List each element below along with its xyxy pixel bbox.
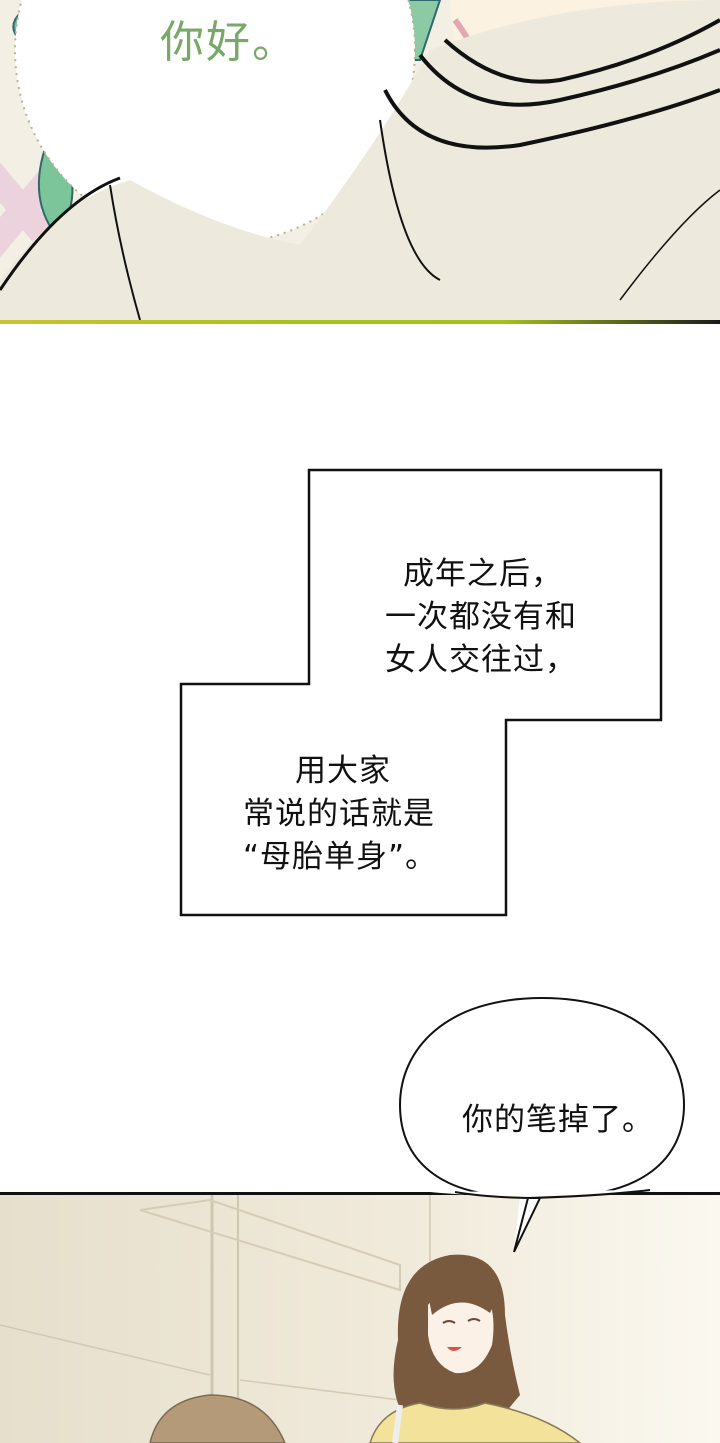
caption-line: 女人交往过， xyxy=(385,642,577,678)
speech-bubble-text: 你的笔掉了。 xyxy=(462,1102,654,1138)
speech-text-hello: 你好。 xyxy=(160,17,298,68)
caption-line: “母胎单身”。 xyxy=(243,839,438,875)
caption-line: 用大家 xyxy=(295,753,391,789)
comic-panel-bottom: 拯 xyxy=(0,1192,720,1443)
comic-panel-top: 你好。 xyxy=(0,0,720,324)
caption-line: 常说的话就是 xyxy=(243,796,435,832)
caption-line: 一次都没有和 xyxy=(385,599,577,635)
panel-bottom-artwork xyxy=(0,1195,720,1443)
caption-line: 成年之后， xyxy=(403,556,563,592)
panel-border xyxy=(0,320,720,324)
panel-top-artwork xyxy=(0,0,720,324)
